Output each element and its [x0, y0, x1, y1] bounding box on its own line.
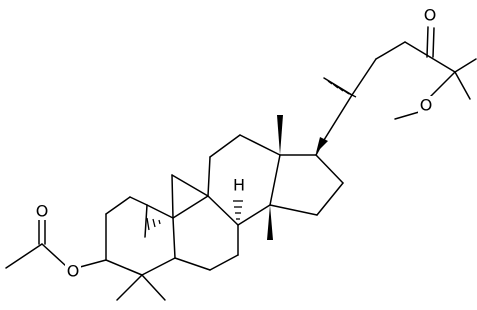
bond — [79, 259, 107, 268]
atom-label: H — [233, 176, 245, 195]
atom-ester-oxygen: O — [65, 262, 81, 281]
bond — [316, 182, 344, 216]
atom-carbonyl-oxygen: O — [34, 202, 50, 221]
bond — [394, 111, 420, 120]
bond — [174, 257, 211, 271]
bond — [141, 257, 176, 276]
stereo-hash-bond — [327, 80, 357, 98]
bond — [105, 259, 143, 276]
bond — [237, 204, 271, 226]
bond — [105, 196, 131, 215]
bond — [269, 154, 281, 206]
bond — [404, 41, 431, 58]
atom-label: O — [420, 96, 433, 115]
bond — [428, 71, 456, 99]
bond — [144, 204, 148, 238]
bond — [171, 174, 174, 219]
stereo-wedge-bond — [277, 115, 283, 155]
atom-label: O — [67, 262, 80, 281]
bond — [239, 134, 281, 156]
bond — [426, 26, 429, 58]
bond — [315, 154, 344, 184]
bond — [454, 58, 477, 73]
stereo-hash-bond — [233, 200, 243, 220]
stereo-wedge-bond — [267, 205, 273, 240]
bond — [207, 195, 239, 226]
stereo-hash-bond — [146, 217, 161, 231]
bond — [323, 94, 353, 141]
bond — [41, 243, 67, 267]
bond — [429, 56, 456, 73]
bond — [129, 196, 148, 206]
atom-label: O — [424, 6, 437, 25]
bond — [454, 71, 471, 100]
bond — [375, 41, 406, 60]
bond — [207, 156, 211, 197]
atom-label: O — [36, 202, 49, 221]
bond — [209, 254, 239, 271]
bond — [432, 27, 435, 58]
bond — [116, 274, 143, 301]
bond — [269, 204, 318, 216]
bond — [146, 204, 174, 219]
bond — [171, 174, 209, 197]
atom-methoxy-oxygen: O — [418, 96, 434, 115]
atom-stereo-hydrogen: H — [232, 176, 246, 195]
bond — [351, 58, 377, 96]
bond — [172, 195, 209, 219]
bond — [209, 134, 241, 158]
bond — [172, 217, 176, 259]
stereo-wedge-bond — [316, 137, 328, 153]
atom-ketone-oxygen: O — [422, 6, 438, 25]
bond — [5, 243, 43, 269]
bond — [141, 274, 166, 301]
